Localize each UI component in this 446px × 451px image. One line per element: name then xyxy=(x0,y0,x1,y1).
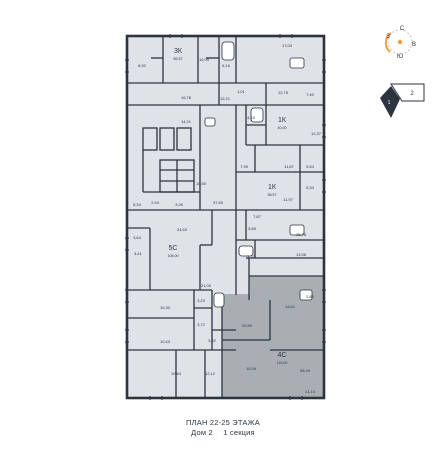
room-area: 12,37 xyxy=(311,131,322,136)
apt-1k-b-area: 38,57 xyxy=(268,193,277,197)
room-area: 11,97 xyxy=(283,197,293,202)
room-area: 14,21 xyxy=(181,119,192,124)
room-area: 15,50 xyxy=(196,181,207,186)
room-area: 21,00 xyxy=(201,283,212,288)
apt-4c-type: 4С xyxy=(278,352,287,359)
room-area: 10,09 xyxy=(246,366,257,371)
room-area: 15,78 xyxy=(296,232,307,237)
outer-walls xyxy=(125,34,326,400)
plan-title: ПЛАН 22-25 ЭТАЖА xyxy=(186,418,260,427)
room-area: 3,26 xyxy=(175,202,184,207)
room-area: 37,60 xyxy=(213,200,224,205)
fixtures xyxy=(204,41,313,308)
room-area: 12,12 xyxy=(205,371,216,376)
apt-3k-area: 85,57 xyxy=(174,57,183,61)
room-area: 2,82 xyxy=(306,294,315,299)
apt-3k-type: 3К xyxy=(174,48,183,55)
room-area: 13,61 xyxy=(285,304,296,309)
room-area: 12,75 xyxy=(278,90,289,95)
apt-1k-a-area: 40,00 xyxy=(278,126,287,130)
apt-1k-a-type: 1К xyxy=(278,117,287,124)
compass-rose: С В Ю З xyxy=(384,26,416,60)
room-area: 7,95 xyxy=(240,164,249,169)
room-area-labels: 6,92 16,09 6,16 17,03 16,78 12,21 1,01 1… xyxy=(133,43,322,394)
interior-walls xyxy=(127,36,324,398)
apt-5c-type: 5С xyxy=(169,245,178,252)
room-area: 6,16 xyxy=(222,63,231,68)
room-area: 20,59 xyxy=(242,323,253,328)
room-area: 3,72 xyxy=(197,322,206,327)
key-plan-section-1: 1 xyxy=(388,100,391,106)
room-area: 5,54 xyxy=(306,164,315,169)
room-area: 13,56 xyxy=(296,252,307,257)
room-area: 10,64 xyxy=(171,371,182,376)
room-area: 7,87 xyxy=(253,214,262,219)
compass-west: З xyxy=(386,34,390,40)
compass-south: Ю xyxy=(397,54,403,60)
room-area: 11,87 xyxy=(284,164,294,169)
compass-east: В xyxy=(412,42,416,48)
apartment-4c-highlight[interactable] xyxy=(222,276,324,398)
plan-subtitle: Дом 2 1 секция xyxy=(128,428,318,437)
apt-1k-b-type: 1К xyxy=(268,184,277,191)
house-label: Дом 2 xyxy=(191,428,213,437)
room-area: 5,34 xyxy=(306,185,315,190)
room-area: 17,03 xyxy=(282,43,293,48)
room-area: 6,92 xyxy=(138,63,147,68)
room-area: 16,78 xyxy=(181,95,192,100)
apt-4c-area: 115,00 xyxy=(277,361,288,365)
room-area: 3,64 xyxy=(133,235,142,240)
room-area: 16,09 xyxy=(199,57,210,62)
apt-5c-area: 108,00 xyxy=(168,254,179,258)
room-area: 36,49 xyxy=(300,368,311,373)
room-area: 3,41 xyxy=(134,251,143,256)
room-area: 1,01 xyxy=(237,89,246,94)
room-area: 10,30 xyxy=(160,305,171,310)
room-area: 5,34 xyxy=(133,202,142,207)
apartment-labels: 3К 85,57 1К 40,00 1К 38,57 5С 108,00 4С … xyxy=(168,48,288,365)
room-area: 12,21 xyxy=(220,96,231,101)
room-area: 7,40 xyxy=(306,92,315,97)
room-area: 4,10 xyxy=(247,115,256,120)
room-area: 2,94 xyxy=(151,200,160,205)
key-plan: 1 2 xyxy=(380,83,425,118)
room-area: 3,70 xyxy=(247,254,256,259)
room-area: 3,92 xyxy=(208,338,217,343)
room-area: 3,23 xyxy=(197,298,206,303)
room-area: 3,85 xyxy=(248,226,257,231)
room-area: 11,14 xyxy=(305,389,315,394)
room-area: 10,43 xyxy=(160,339,171,344)
section-label: 1 секция xyxy=(223,428,255,437)
room-area: 24,63 xyxy=(177,227,188,232)
windows xyxy=(125,34,326,400)
compass-north: С xyxy=(400,26,405,32)
key-plan-section-2: 2 xyxy=(410,91,414,97)
